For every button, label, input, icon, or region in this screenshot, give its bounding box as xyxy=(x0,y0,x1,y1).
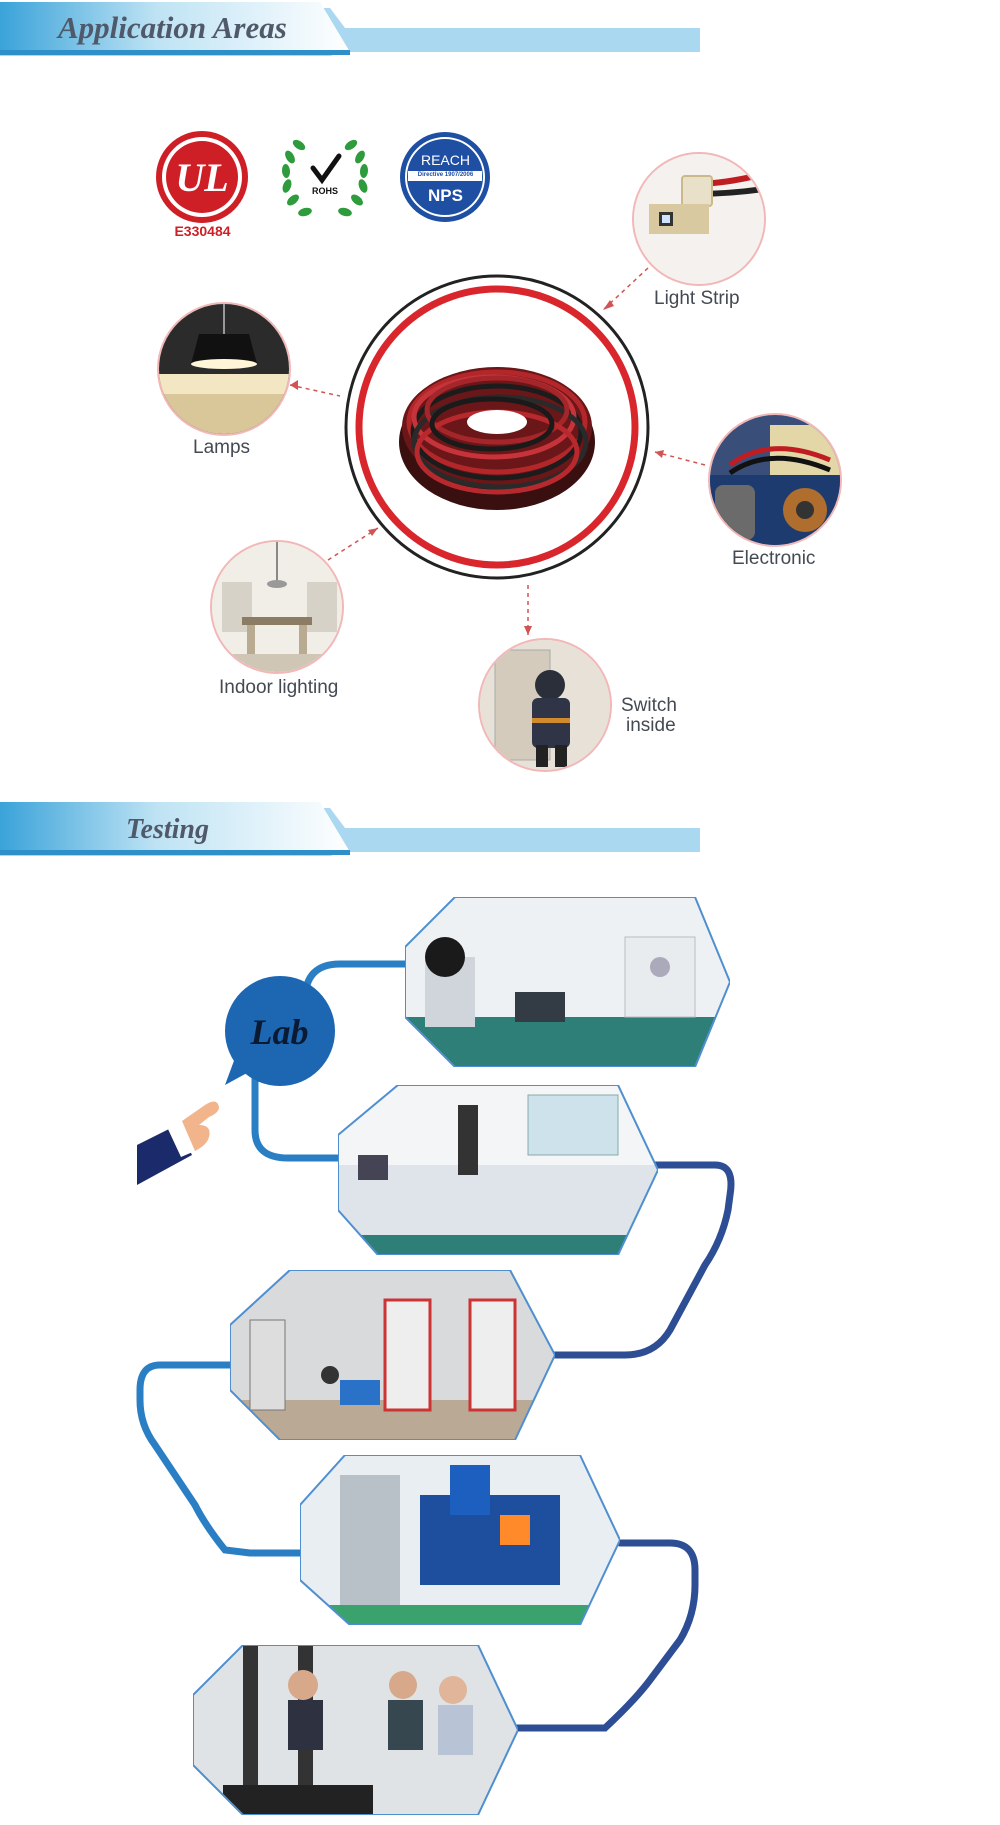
reach-bottom-text: NPS xyxy=(428,186,463,205)
header-banner xyxy=(0,802,700,856)
testing-flow-path xyxy=(136,960,735,1732)
ul-logo: UL E330484 xyxy=(155,130,250,245)
ul-code: E330484 xyxy=(174,223,231,239)
cable-product-circle xyxy=(342,272,652,582)
rohs-label: ROHS xyxy=(311,186,338,196)
testing-header: Testing xyxy=(0,800,700,860)
testing-photo-1 xyxy=(405,897,730,1067)
pointing-hand-icon xyxy=(137,1085,227,1185)
lab-label: Lab xyxy=(250,1012,309,1052)
rohs-logo: ROHS xyxy=(275,130,375,225)
cable-coil-image xyxy=(399,367,595,510)
lamps-image xyxy=(157,302,291,436)
testing-title: Testing xyxy=(126,814,209,845)
testing-photo-4 xyxy=(300,1455,620,1625)
testing-photo-5 xyxy=(193,1645,518,1815)
header-banner xyxy=(0,2,700,56)
application-areas-header: Application Areas xyxy=(0,0,700,60)
switch-inside-label-1: Switch xyxy=(621,695,677,716)
indoor-lighting-label: Indoor lighting xyxy=(219,677,339,698)
application-areas-title: Application Areas xyxy=(58,10,287,45)
switch-inside-image xyxy=(478,638,612,772)
lamps-label: Lamps xyxy=(193,437,251,458)
reach-top-text: REACH xyxy=(420,152,470,168)
testing-photo-2 xyxy=(338,1085,658,1255)
svg-text:UL: UL xyxy=(175,155,228,200)
reach-logo: REACH Directive 1907/2006 NPS xyxy=(398,130,493,225)
light-strip-label: Light Strip xyxy=(654,288,740,309)
connector-lines xyxy=(289,267,706,635)
switch-inside-label-2: inside xyxy=(626,715,676,736)
lab-badge: Lab xyxy=(217,973,342,1098)
electronic-image xyxy=(708,413,842,547)
reach-middle-text: Directive 1907/2006 xyxy=(417,172,474,178)
light-strip-image xyxy=(632,152,766,286)
indoor-lighting-image xyxy=(210,540,344,674)
electronic-label: Electronic xyxy=(732,548,816,569)
testing-photo-3 xyxy=(230,1270,555,1440)
